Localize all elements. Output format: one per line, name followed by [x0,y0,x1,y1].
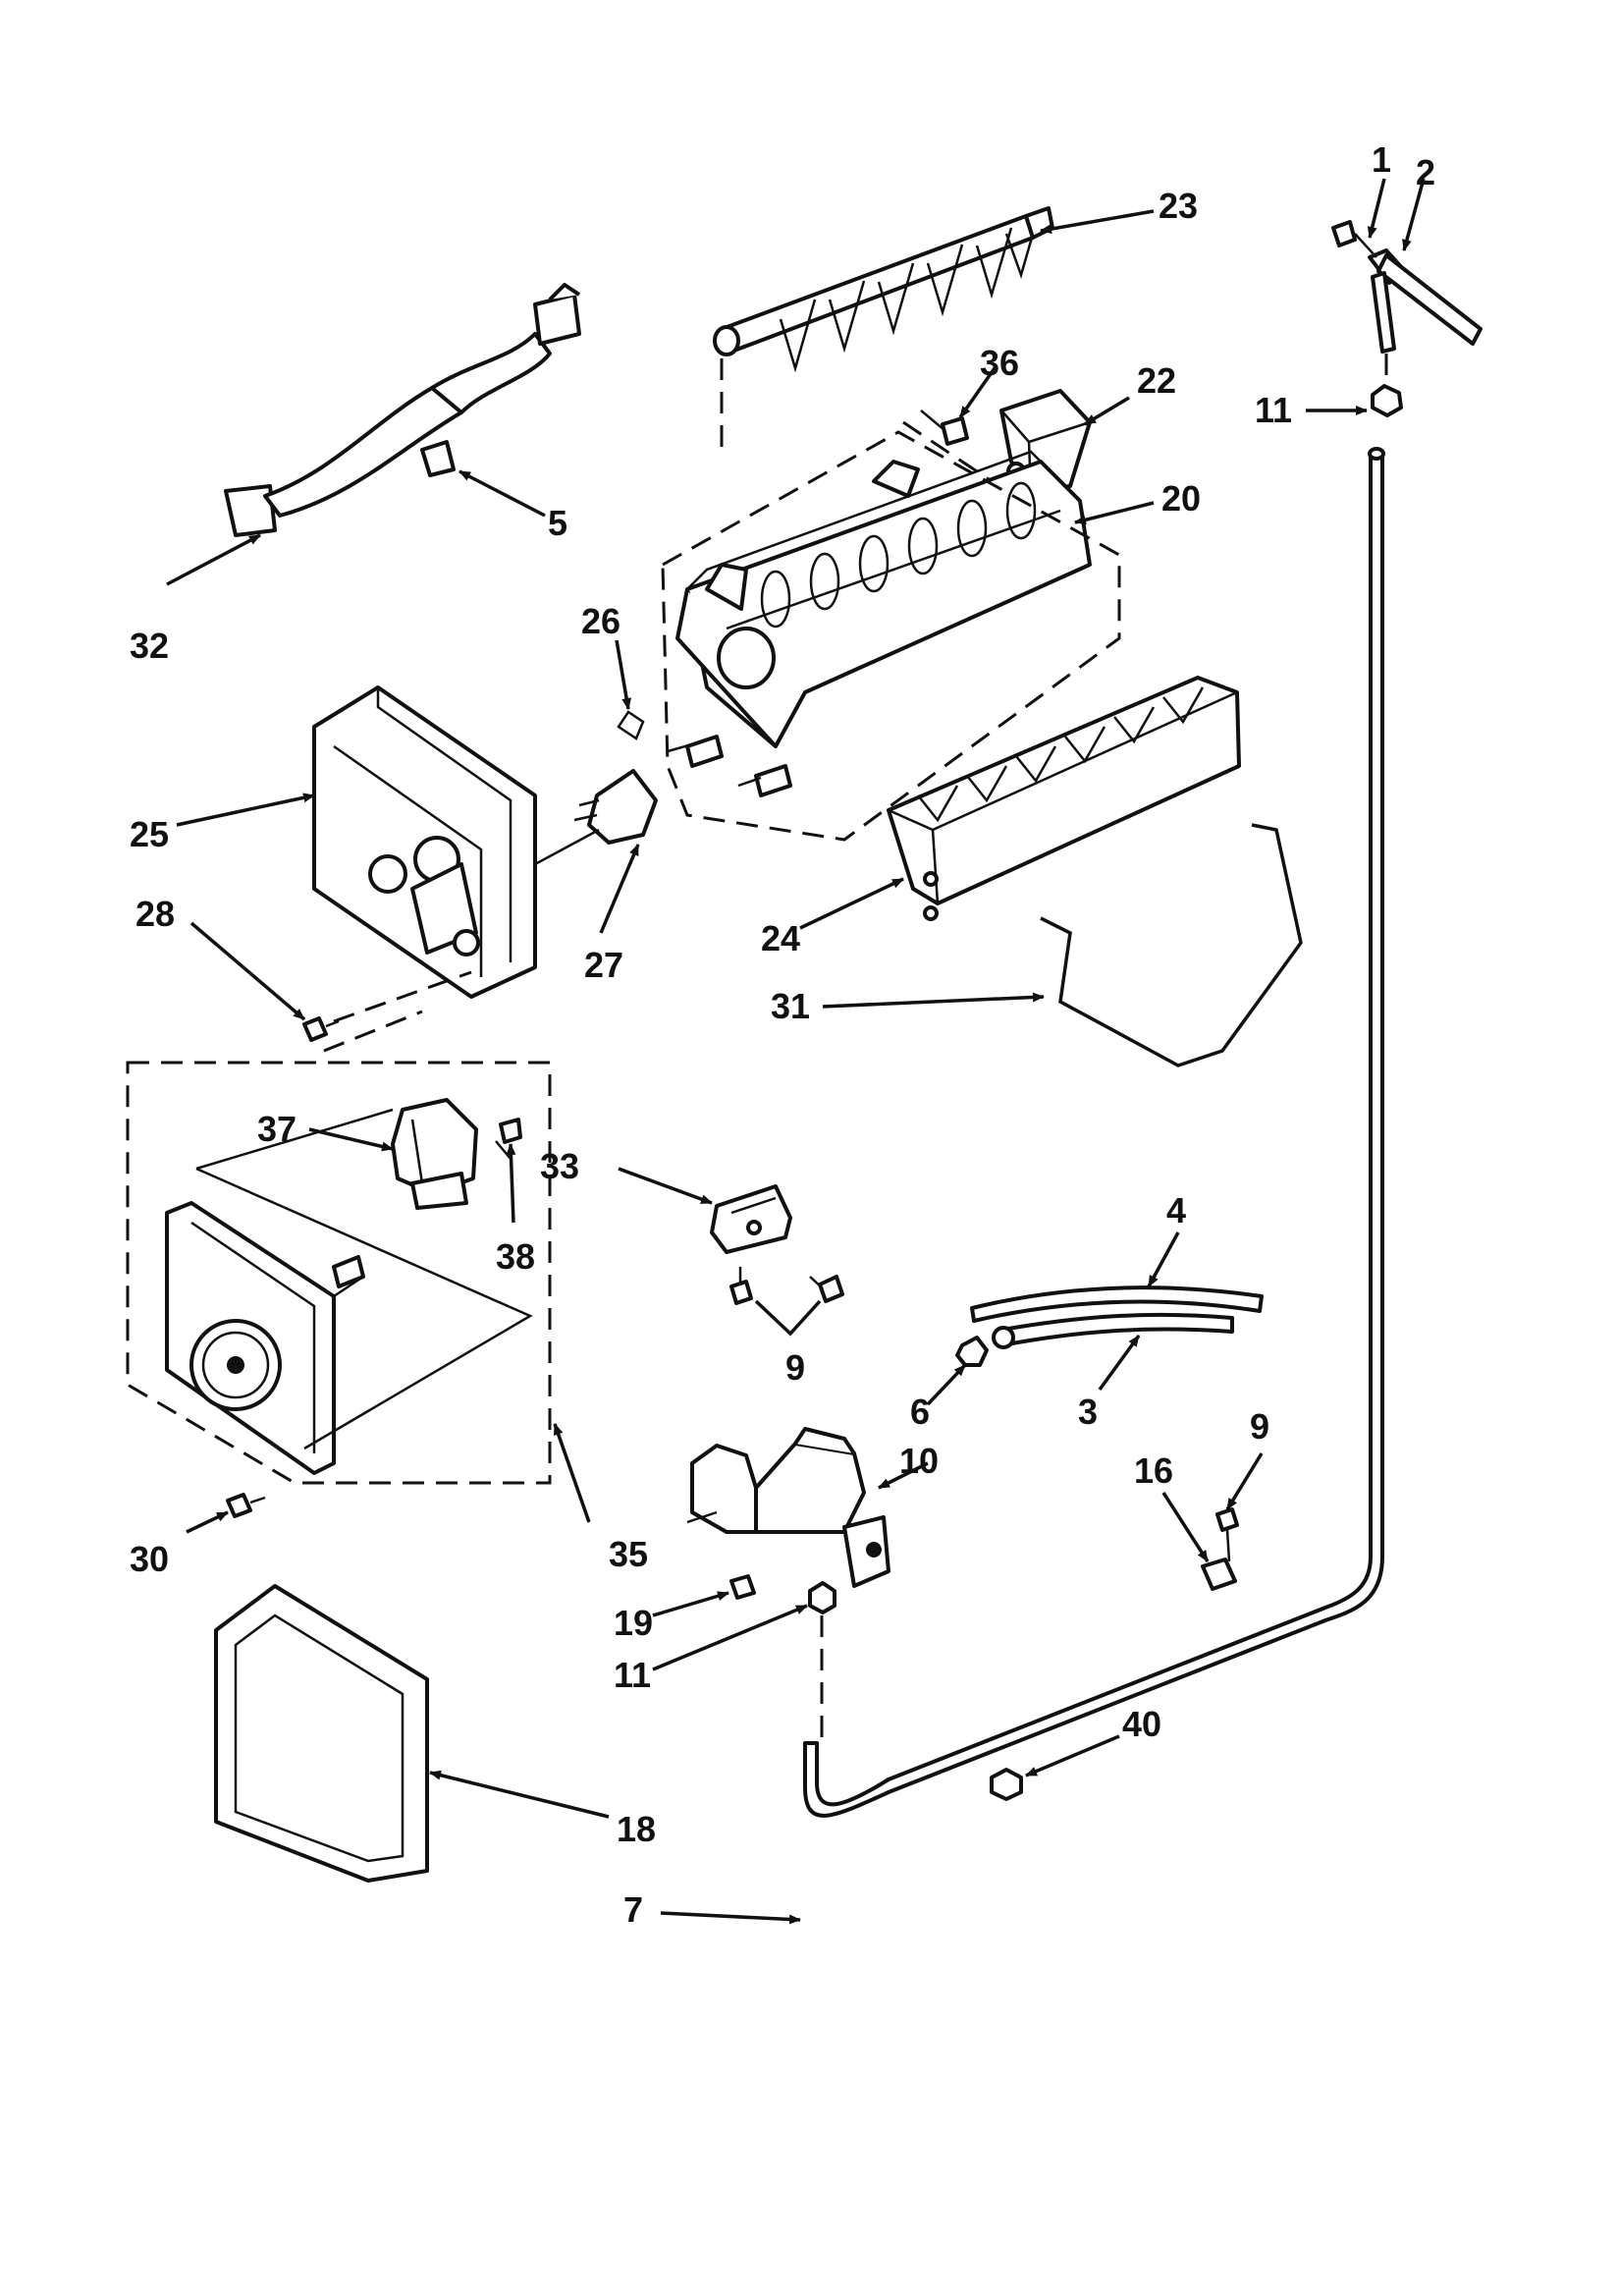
part-35-module-gear [165,1201,365,1475]
module-to-motor-guide [323,1010,423,1053]
callout-27: 27 [584,945,623,985]
callout-30: 30 [130,1539,169,1579]
part-3-tube [992,1312,1234,1349]
callout-31: 31 [771,986,810,1026]
callout-7: 7 [623,1889,643,1930]
callout-4: 4 [1166,1190,1186,1230]
part-38-screw [495,1118,522,1160]
callout-18: 18 [617,1809,656,1849]
callout-40: 40 [1122,1704,1161,1744]
part-31-shutoff-arm [1040,823,1303,1067]
callout-3: 3 [1078,1392,1098,1432]
part-5-clip [420,440,456,477]
callout-19: 19 [614,1603,653,1643]
part-4-tube [970,1285,1264,1323]
assembly-35-outline [126,1061,552,1485]
part-9-screw-right [1215,1507,1239,1562]
part-16-clamp [1201,1558,1237,1591]
screw-28-guide [333,970,472,1023]
callout-9-right: 9 [1250,1406,1269,1447]
part-1-2-saddle-valve [1331,220,1483,354]
callout-25: 25 [130,814,169,854]
part-26-spring-clip [617,710,645,740]
part-37-motor [391,1098,478,1210]
callout-9-upper: 9 [785,1347,805,1388]
part-20-mold-assembly [675,450,1092,797]
callout-2: 2 [1416,152,1435,192]
callout-10: 10 [899,1441,939,1481]
part-7-water-tube [803,447,1385,1818]
callout-11-lower: 11 [614,1655,651,1695]
part-33-bracket [710,1184,792,1254]
part-32-wire-harness [224,283,581,537]
module-link-line [534,828,600,866]
part-24-ice-stripper [887,676,1241,921]
part-40-nut [990,1768,1023,1801]
callout-11-upper: 11 [1255,390,1292,430]
callout-22: 22 [1137,360,1176,401]
callout-1: 1 [1372,139,1391,180]
callout-38: 38 [496,1236,535,1277]
part-27-thermostat [573,769,658,845]
callout-35: 35 [609,1534,648,1574]
part-28-screw [302,1016,340,1042]
assembly-20-outline [661,430,1121,842]
callout-28: 28 [135,894,175,934]
callout-5: 5 [548,503,567,543]
part-10-water-valve [686,1427,890,1588]
callout-36: 36 [980,343,1019,383]
callout-23: 23 [1159,186,1198,226]
leader-lines [166,178,1426,1925]
part-30-screw [226,1493,266,1518]
part-9-screws-upper [729,1267,844,1305]
callout-32: 32 [130,626,169,666]
mold-mounting-pins [667,742,762,788]
assembly-35-inner-frame [195,1108,533,1450]
callout-labels: 1 2 23 36 22 11 20 5 32 26 25 27 24 28 3… [130,139,1435,1930]
callout-24: 24 [761,918,800,958]
callout-6: 6 [910,1392,930,1432]
callout-26: 26 [581,601,620,641]
callout-16: 16 [1134,1450,1173,1491]
part-11-nut-lower [808,1581,836,1614]
cup-to-mold-guide [902,420,993,483]
callout-20: 20 [1161,478,1201,519]
callout-33: 33 [540,1146,579,1186]
part-18-cover [214,1584,429,1883]
part-25-module-housing [312,685,537,999]
part-11-nut-upper [1371,384,1403,417]
part-6-nut [955,1336,989,1367]
callout-37: 37 [257,1109,297,1149]
part-36-screw [920,410,969,446]
part-19-screw [729,1574,756,1600]
